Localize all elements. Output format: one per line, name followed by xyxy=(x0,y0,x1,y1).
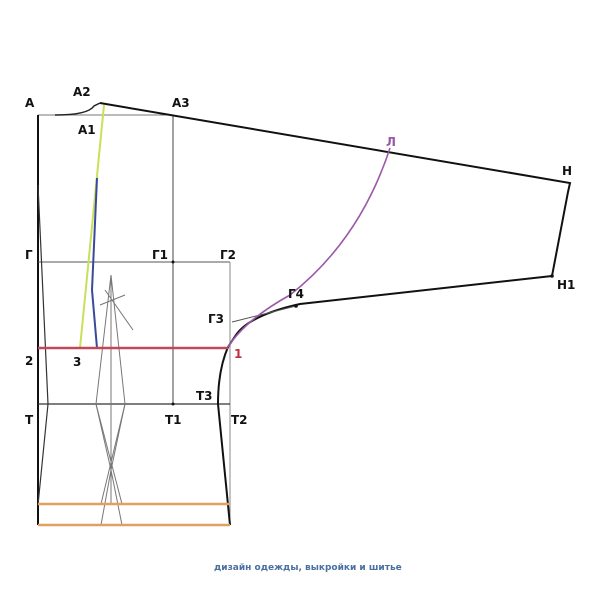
g3-line xyxy=(231,305,297,323)
label-G3: Г3 xyxy=(208,312,224,326)
blue-line xyxy=(90,177,98,349)
sleeve-curve-purple xyxy=(227,147,391,348)
label-T: Т xyxy=(25,413,34,427)
sleeve-underarm-line xyxy=(227,275,553,348)
label-L: Л xyxy=(386,135,396,149)
label-G: Г xyxy=(25,248,33,262)
label-A3: А3 xyxy=(172,96,190,110)
dart-lines xyxy=(95,274,134,526)
label-G1: Г1 xyxy=(152,248,168,262)
side-seam xyxy=(216,346,231,526)
label-2: 2 xyxy=(25,354,33,368)
label-A2: А2 xyxy=(73,85,91,99)
watermark: дизайн одежды, выкройки и шитье xyxy=(214,563,402,573)
label-1: 1 xyxy=(234,347,242,361)
label-G4: Г4 xyxy=(288,287,304,301)
label-H1: Н1 xyxy=(557,278,575,292)
neckline-curve xyxy=(54,102,101,116)
label-T2: Т2 xyxy=(231,413,248,427)
points xyxy=(171,260,554,406)
green-line xyxy=(79,104,105,349)
label-3: 3 xyxy=(73,355,81,369)
label-T3: Т3 xyxy=(196,389,213,403)
label-H: Н xyxy=(562,164,572,178)
label-A1: А1 xyxy=(78,123,96,137)
back-shaping-line xyxy=(37,184,49,506)
label-G2: Г2 xyxy=(220,248,236,262)
label-T1: Т1 xyxy=(165,413,182,427)
label-A: А xyxy=(25,96,35,110)
shoulder-sleeve-top-line xyxy=(99,102,572,277)
